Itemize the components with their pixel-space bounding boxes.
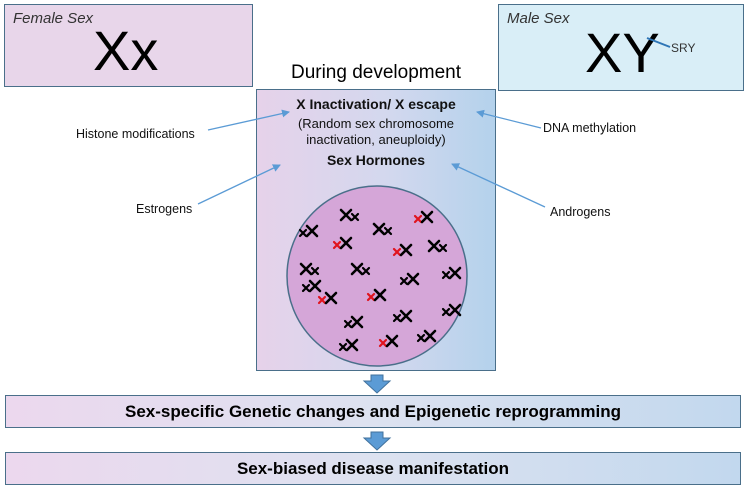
chromosome-pair	[301, 279, 322, 293]
histone-arrow	[207, 109, 290, 131]
chromosome-pair	[372, 222, 393, 236]
female-chromosomes: Xx	[93, 19, 159, 82]
female-sex-label: Female Sex	[13, 10, 94, 27]
down-arrow-icon	[362, 431, 392, 451]
sex-hormones-title: Sex Hormones	[326, 152, 426, 168]
chromosome-pair	[392, 309, 413, 323]
dna-methylation-arrow	[476, 109, 542, 129]
chromosome-pair	[343, 315, 364, 329]
x-detail-line-1: (Random sex chromosome	[297, 116, 455, 131]
chromosome-pair	[366, 288, 387, 302]
male-chromosomes: XY	[585, 21, 660, 84]
sry-gene-label: SRY	[671, 41, 696, 55]
chromosome-pair	[399, 272, 420, 286]
chromosome-pair	[441, 303, 462, 317]
chromosome-pair	[427, 239, 448, 253]
chromosome-pair	[441, 266, 462, 280]
x-inactivation-title: X Inactivation/ X escape	[296, 96, 456, 112]
chromosome-pair	[413, 210, 434, 224]
chromosome-pair	[332, 236, 353, 250]
chromosome-pair	[392, 243, 413, 257]
androgens-label: Androgens	[550, 205, 611, 219]
androgens-arrow	[451, 163, 546, 208]
chromosome-pair	[416, 329, 437, 343]
chromosome-pair	[298, 224, 319, 238]
chromosome-pair	[339, 208, 360, 222]
x-inactivation-detail: (Random sex chromosome inactivation, ane…	[256, 116, 496, 148]
x-detail-line-2: inactivation, aneuploidy)	[306, 132, 446, 147]
chromosome-pair	[317, 291, 338, 305]
disease-manifestation-bar: Sex-biased disease manifestation	[5, 452, 741, 485]
estrogens-arrow	[197, 164, 281, 205]
chromosome-pair	[299, 262, 320, 276]
down-arrow-icon	[362, 374, 392, 394]
epigenetic-reprogramming-bar: Sex-specific Genetic changes and Epigene…	[5, 395, 741, 428]
chromosome-group	[298, 208, 462, 352]
estrogens-label: Estrogens	[136, 202, 193, 216]
histone-modifications-label: Histone modifications	[76, 127, 195, 141]
sry-pointer-line	[646, 37, 671, 48]
dna-methylation-label: DNA methylation	[543, 121, 637, 135]
female-sex-box: Female Sex Xx	[4, 4, 253, 87]
chromosome-pair	[338, 338, 359, 352]
male-sex-label: Male Sex	[507, 10, 570, 27]
during-development-heading: During development	[290, 62, 462, 83]
chromosome-pair	[378, 334, 399, 348]
chromosome-pair	[350, 262, 371, 276]
cell-circle	[286, 185, 468, 367]
male-sex-box: Male Sex XY SRY	[498, 4, 744, 91]
